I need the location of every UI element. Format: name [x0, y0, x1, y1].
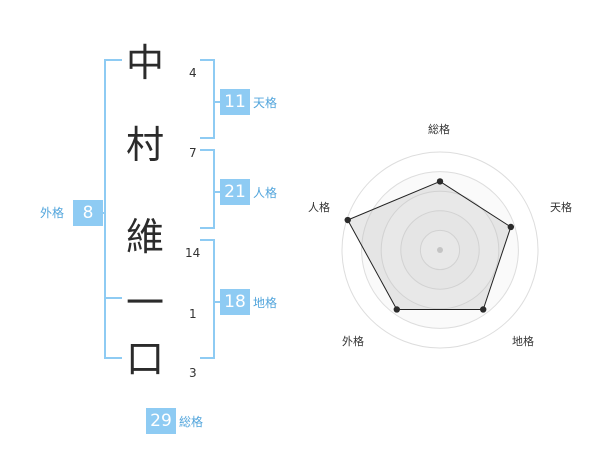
radar-point — [393, 306, 400, 313]
soukaku-label: 総格 — [179, 415, 204, 429]
soukaku-value: 29 — [146, 408, 176, 434]
brackets — [95, 59, 220, 359]
name-char-1: 中 — [125, 41, 164, 85]
jinkaku-label: 人格 — [253, 186, 278, 200]
name-char-4: 一 — [125, 281, 164, 325]
tenkaku-value: 11 — [220, 89, 250, 115]
chikaku-label: 地格 — [253, 296, 278, 310]
radar-axis-label-tenkaku: 天格 — [550, 201, 572, 214]
radar-point — [507, 223, 515, 231]
stroke-count-3: 14 — [185, 246, 201, 260]
name-char-5: 口 — [125, 337, 164, 381]
radar-axis-label-chikaku: 地格 — [512, 335, 534, 348]
radar-points — [344, 178, 515, 313]
radar-axis-label-jinkaku: 人格 — [308, 201, 330, 214]
chikaku-bracket — [200, 239, 215, 359]
tenkaku-bracket — [200, 59, 215, 139]
radar-point — [436, 178, 444, 185]
name-char-2: 村 — [125, 123, 164, 167]
jinkaku-bracket — [200, 149, 215, 229]
jinkaku-value: 21 — [220, 179, 250, 205]
radar-center — [437, 247, 443, 253]
radar-shape — [346, 180, 512, 310]
stroke-count-4: 1 — [189, 307, 197, 321]
radar-point — [480, 306, 487, 313]
gaikaku-bracket-upper — [104, 59, 122, 359]
chikaku-value: 18 — [220, 289, 250, 315]
radar-axis-label-soukaku: 総格 — [428, 123, 450, 136]
radar-point — [344, 216, 351, 224]
radar-chart — [341, 151, 539, 349]
stroke-count-5: 3 — [189, 366, 197, 380]
name-char-3: 維 — [125, 215, 164, 259]
stroke-count-2: 7 — [189, 146, 197, 160]
gaikaku-value: 8 — [73, 200, 103, 226]
tenkaku-label: 天格 — [253, 96, 278, 110]
stroke-count-1: 4 — [189, 66, 197, 80]
radar-axis-label-gaikaku: 外格 — [342, 335, 364, 348]
gaikaku-label: 外格 — [40, 206, 65, 220]
